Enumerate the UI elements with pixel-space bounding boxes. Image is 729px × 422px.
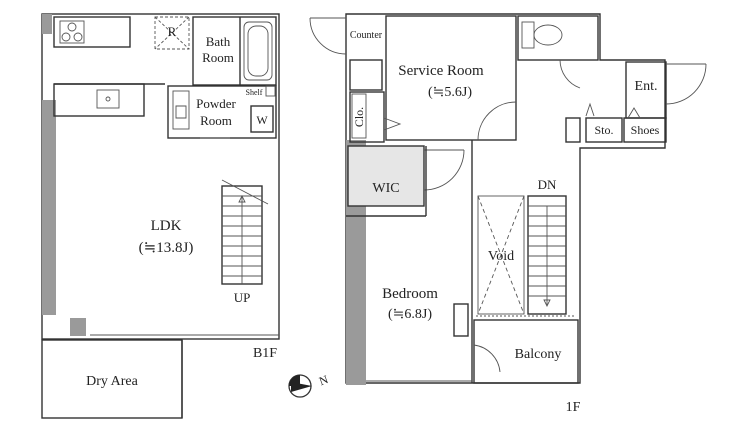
closet-shelf bbox=[351, 93, 367, 139]
service-room bbox=[385, 15, 517, 141]
powder-label-1: Powder bbox=[196, 96, 236, 111]
bedroom-column bbox=[453, 303, 469, 337]
ldk-name: LDK bbox=[151, 218, 182, 234]
void-area bbox=[477, 195, 525, 315]
closet-label: Clo. bbox=[352, 107, 366, 127]
stairs-up-label: UP bbox=[234, 290, 251, 305]
1f-stairs bbox=[527, 195, 567, 315]
wic-door-swing bbox=[423, 149, 465, 191]
toilet-door-swing bbox=[559, 59, 581, 89]
balcony bbox=[473, 319, 579, 384]
closet bbox=[349, 91, 385, 143]
shoes-cabinet bbox=[623, 117, 667, 143]
wic-label: WIC bbox=[372, 181, 399, 196]
b1f-stairs bbox=[221, 179, 269, 285]
bath-room bbox=[192, 16, 277, 86]
counter-door-swing bbox=[309, 17, 347, 55]
refrigerator-space bbox=[154, 16, 190, 50]
bath-label-2: Room bbox=[202, 50, 234, 65]
stove-icon bbox=[59, 20, 85, 44]
service-room-area: (≒5.6J) bbox=[428, 85, 472, 100]
dry-area-label: Dry Area bbox=[86, 374, 138, 389]
bedroom-area: (≒6.8J) bbox=[388, 307, 432, 322]
bath-label-1: Bath bbox=[206, 34, 231, 49]
balcony-door-swing bbox=[473, 344, 501, 373]
shelf bbox=[265, 85, 276, 97]
service-door-swing bbox=[477, 101, 517, 141]
1f-outer-wall bbox=[345, 13, 666, 384]
refrigerator-label: R bbox=[168, 24, 177, 39]
powder-label-2: Room bbox=[200, 113, 232, 128]
b1f-floor-label: B1F bbox=[253, 346, 277, 361]
shelf-label: Shelf bbox=[246, 88, 263, 97]
entrance-label: Ent. bbox=[635, 79, 658, 94]
storage bbox=[585, 117, 623, 143]
bedroom-name: Bedroom bbox=[382, 286, 438, 302]
kitchen-counter bbox=[53, 16, 131, 48]
counter-label: Counter bbox=[350, 30, 383, 41]
b1f-structural-wall bbox=[42, 100, 56, 315]
shoes-label: Shoes bbox=[631, 123, 660, 137]
sink-counter bbox=[53, 83, 145, 117]
storage-label: Sto. bbox=[594, 123, 613, 137]
1f-plan: Counter Service Room (≒5.6J) Clo. Ent. S… bbox=[309, 13, 707, 415]
washer-space bbox=[250, 105, 274, 133]
balcony-label: Balcony bbox=[515, 347, 562, 362]
b1f-plan: R Bath Room Powder Room Shelf W bbox=[41, 13, 280, 419]
b1f-column bbox=[42, 14, 52, 34]
sink-icon bbox=[96, 89, 120, 109]
powder-room-counter bbox=[172, 90, 190, 130]
stairs-down-label: DN bbox=[538, 177, 557, 192]
bathtub-icon bbox=[243, 21, 273, 81]
compass-label: N bbox=[317, 372, 330, 388]
ldk-area: (≒13.8J) bbox=[139, 240, 194, 256]
b1f-corner-column bbox=[70, 318, 86, 336]
toilet-icon bbox=[521, 21, 563, 49]
1f-floor-label: 1F bbox=[566, 400, 581, 415]
wic bbox=[347, 145, 425, 207]
service-room-name: Service Room bbox=[398, 63, 484, 79]
toilet-room bbox=[517, 15, 599, 61]
counter-cabinet bbox=[349, 59, 383, 91]
north-arrow-icon: N bbox=[288, 372, 330, 398]
washer-label: W bbox=[256, 113, 268, 127]
entrance-door-swing bbox=[665, 63, 707, 105]
void-label: Void bbox=[488, 249, 514, 264]
